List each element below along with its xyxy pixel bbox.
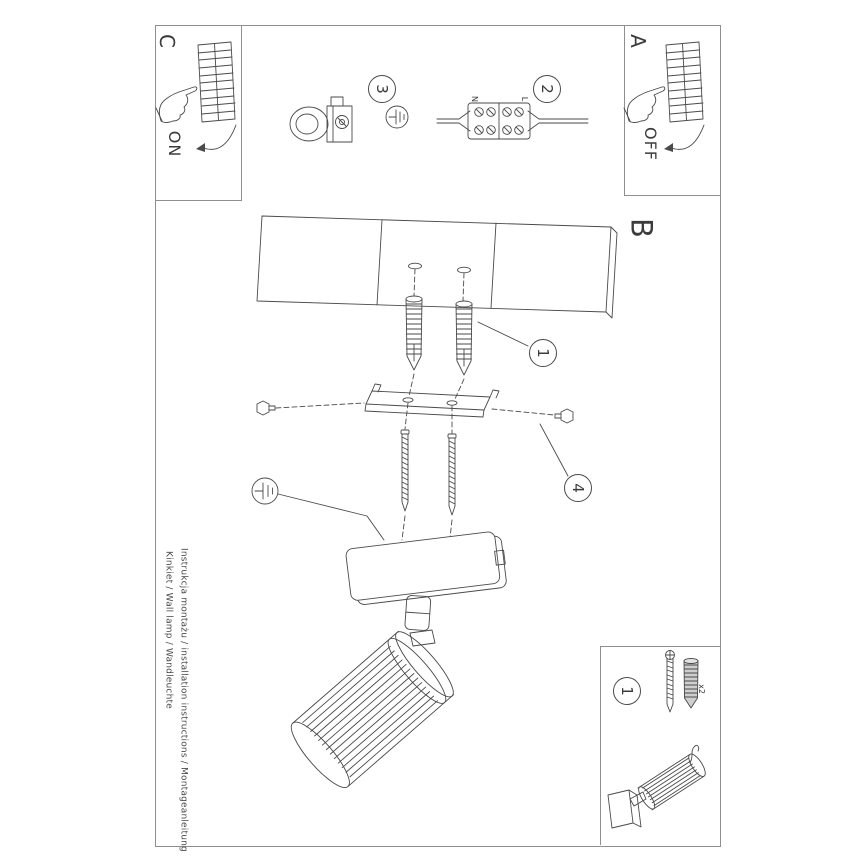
screw-part-icon — [665, 650, 675, 713]
page-frame — [155, 25, 721, 847]
parts-step-badge: 1 — [613, 677, 641, 705]
step-4-badge: 4 — [564, 474, 592, 502]
lamp-pivot — [404, 595, 436, 647]
wall-plug-right-icon — [455, 300, 473, 376]
earth-symbol-step3 — [385, 105, 409, 129]
bolt-left-icon — [256, 400, 276, 416]
switch-state-on-label: ON — [165, 130, 184, 158]
parts-quantity-label: x2 — [697, 684, 706, 694]
section-label-c: C — [155, 34, 179, 48]
step-1-badge: 1 — [529, 339, 557, 367]
section-label-a: A — [626, 34, 650, 48]
power-cord-icon — [689, 744, 700, 764]
step-2-badge: 2 — [533, 75, 561, 103]
section-c-panel — [155, 25, 242, 201]
section-a-panel — [624, 25, 720, 196]
junction-box — [345, 531, 507, 605]
screw-left-icon — [400, 429, 410, 512]
lamp-head — [290, 630, 455, 788]
cable-clamp-illustration — [289, 96, 353, 143]
terminal-neutral-label: N — [470, 96, 479, 102]
switch-state-off-label: OFF — [641, 127, 660, 161]
footer-line-1: Instrukcja montażu / installation instru… — [178, 548, 189, 852]
section-label-b: B — [624, 218, 659, 238]
press-switch-illustration-a — [623, 41, 705, 153]
earth-symbol-main — [251, 477, 385, 541]
ceiling-panel — [256, 215, 618, 319]
leader-step-1 — [477, 321, 529, 347]
wall-plug-part-icon — [683, 658, 699, 709]
step-3-badge: 3 — [368, 75, 396, 103]
leader-step-4 — [539, 423, 569, 477]
mounting-bracket — [364, 383, 500, 418]
lamp-thumbnail — [607, 744, 706, 829]
footer-line-2: Kinkiet / Wall lamp / Wandleuchte — [163, 551, 174, 709]
terminal-block-illustration — [436, 102, 589, 140]
terminal-live-label: L — [520, 96, 529, 102]
bolt-right-icon — [554, 408, 574, 424]
parts-list-panel — [600, 646, 720, 845]
alignment-dashed-lines — [275, 268, 555, 548]
screw-right-icon — [447, 433, 457, 516]
wall-plug-left-icon — [405, 295, 423, 371]
